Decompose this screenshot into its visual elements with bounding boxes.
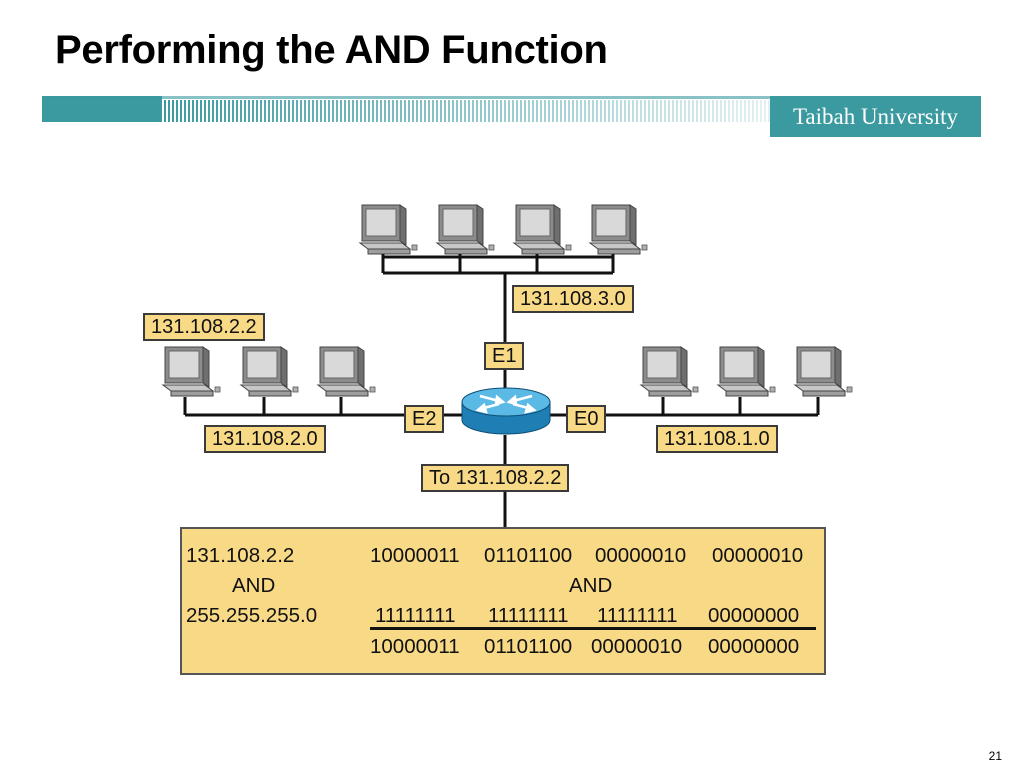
mask-octet-4: 00000000	[708, 604, 800, 627]
result-octet-2: 01101100	[484, 635, 573, 658]
result-divider	[370, 627, 816, 630]
left-network-label: 131.108.2.0	[204, 425, 326, 453]
decorative-stripe-band	[42, 96, 770, 122]
computer-icon	[513, 204, 572, 255]
computer-icon	[794, 346, 853, 397]
computer-icon	[317, 346, 376, 397]
and-operator-right: AND	[569, 574, 613, 597]
computer-icon	[162, 346, 221, 397]
interface-e0-label: E0	[566, 405, 607, 433]
result-octet-1: 10000011	[370, 635, 460, 658]
result-octet-3: 00000010	[591, 635, 683, 658]
mask-octet-2: 11111111	[488, 604, 569, 627]
computer-icon	[589, 204, 648, 255]
host-address-label: 131.108.2.2	[143, 313, 265, 341]
brand-badge: Taibah University	[770, 96, 981, 137]
subnet-mask: 255.255.255.0	[186, 604, 318, 627]
computer-icon	[640, 346, 699, 397]
result-octet-4: 00000000	[708, 635, 800, 658]
mask-octet-3: 11111111	[597, 604, 678, 627]
interface-e1-label: E1	[484, 342, 525, 370]
page-number: 21	[988, 749, 1002, 763]
and-operator-left: AND	[232, 574, 276, 597]
ip-address: 131.108.2.2	[186, 544, 295, 567]
right-network-label: 131.108.1.0	[656, 425, 778, 453]
computer-icon	[359, 204, 418, 255]
destination-label: To 131.108.2.2	[421, 464, 570, 492]
interface-e2-label: E2	[404, 405, 445, 433]
computer-icon	[240, 346, 299, 397]
computer-icon	[717, 346, 776, 397]
top-network-label: 131.108.3.0	[512, 285, 634, 313]
router-icon	[461, 387, 551, 435]
and-calculation-box: 131.108.2.2 10000011 01101100 00000010 0…	[180, 527, 826, 675]
ip-octet-3: 00000010	[595, 544, 687, 567]
mask-octet-1: 11111111	[375, 604, 456, 627]
ip-octet-4: 00000010	[712, 544, 804, 567]
ip-octet-1: 10000011	[370, 544, 460, 567]
page-title: Performing the AND Function	[55, 28, 608, 72]
computer-icon	[436, 204, 495, 255]
ip-octet-2: 01101100	[484, 544, 573, 567]
